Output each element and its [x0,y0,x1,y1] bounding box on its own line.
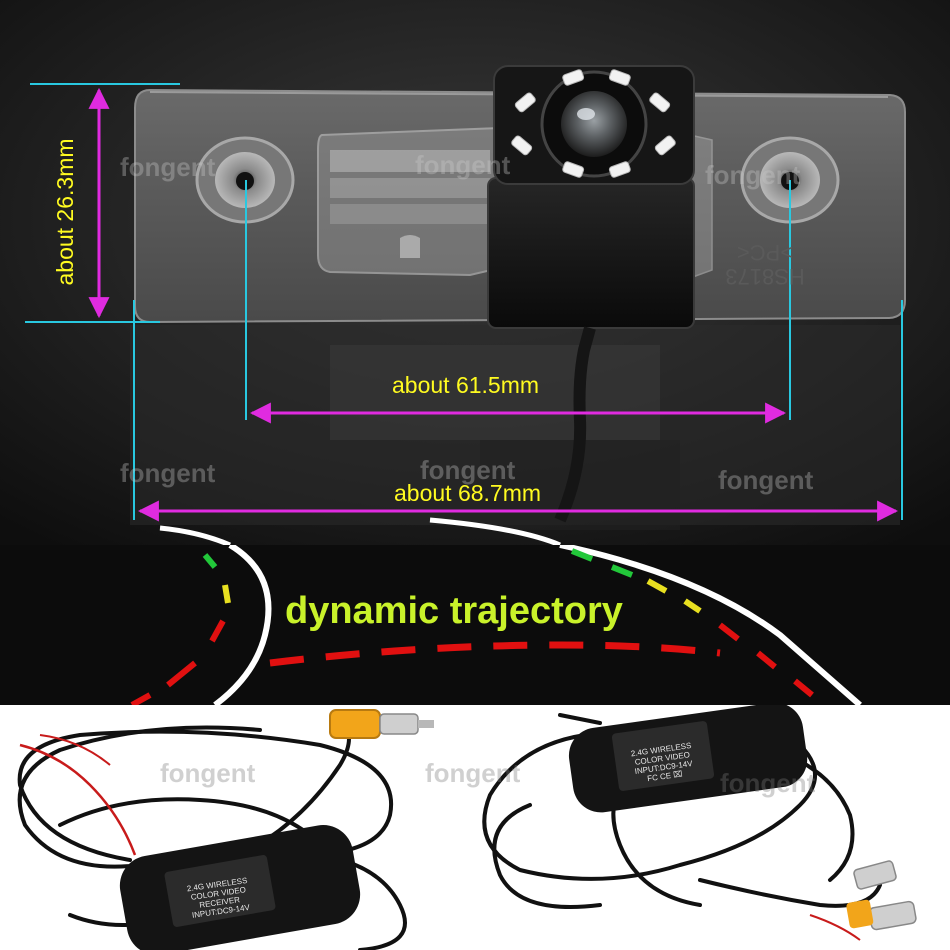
trajectory-banner [0,545,950,705]
watermark: fongent [420,455,516,485]
left-white-guide [213,545,272,705]
watermark: fongent [718,465,814,495]
watermark: fongent [720,768,816,798]
watermark: fongent [415,150,511,180]
watermark: fongent [120,152,216,182]
right-white-guide [559,545,862,705]
height-dimension-label: about 26.3mm [52,138,78,286]
part-marking: HS8173 >PC< [725,240,805,289]
watermark: fongent [160,758,256,788]
watermark: fongent [425,758,521,788]
hole-spacing-dimension-label: about 61.5mm [392,372,540,398]
watermark: fongent [120,458,216,488]
camera-bracket-photo [0,0,950,545]
dynamic-trajectory-title: dynamic trajectory [285,590,623,632]
width-dimension-label: about 68.7mm [394,480,542,506]
watermark: fongent [705,160,801,190]
wireless-kit-photo [0,705,950,950]
